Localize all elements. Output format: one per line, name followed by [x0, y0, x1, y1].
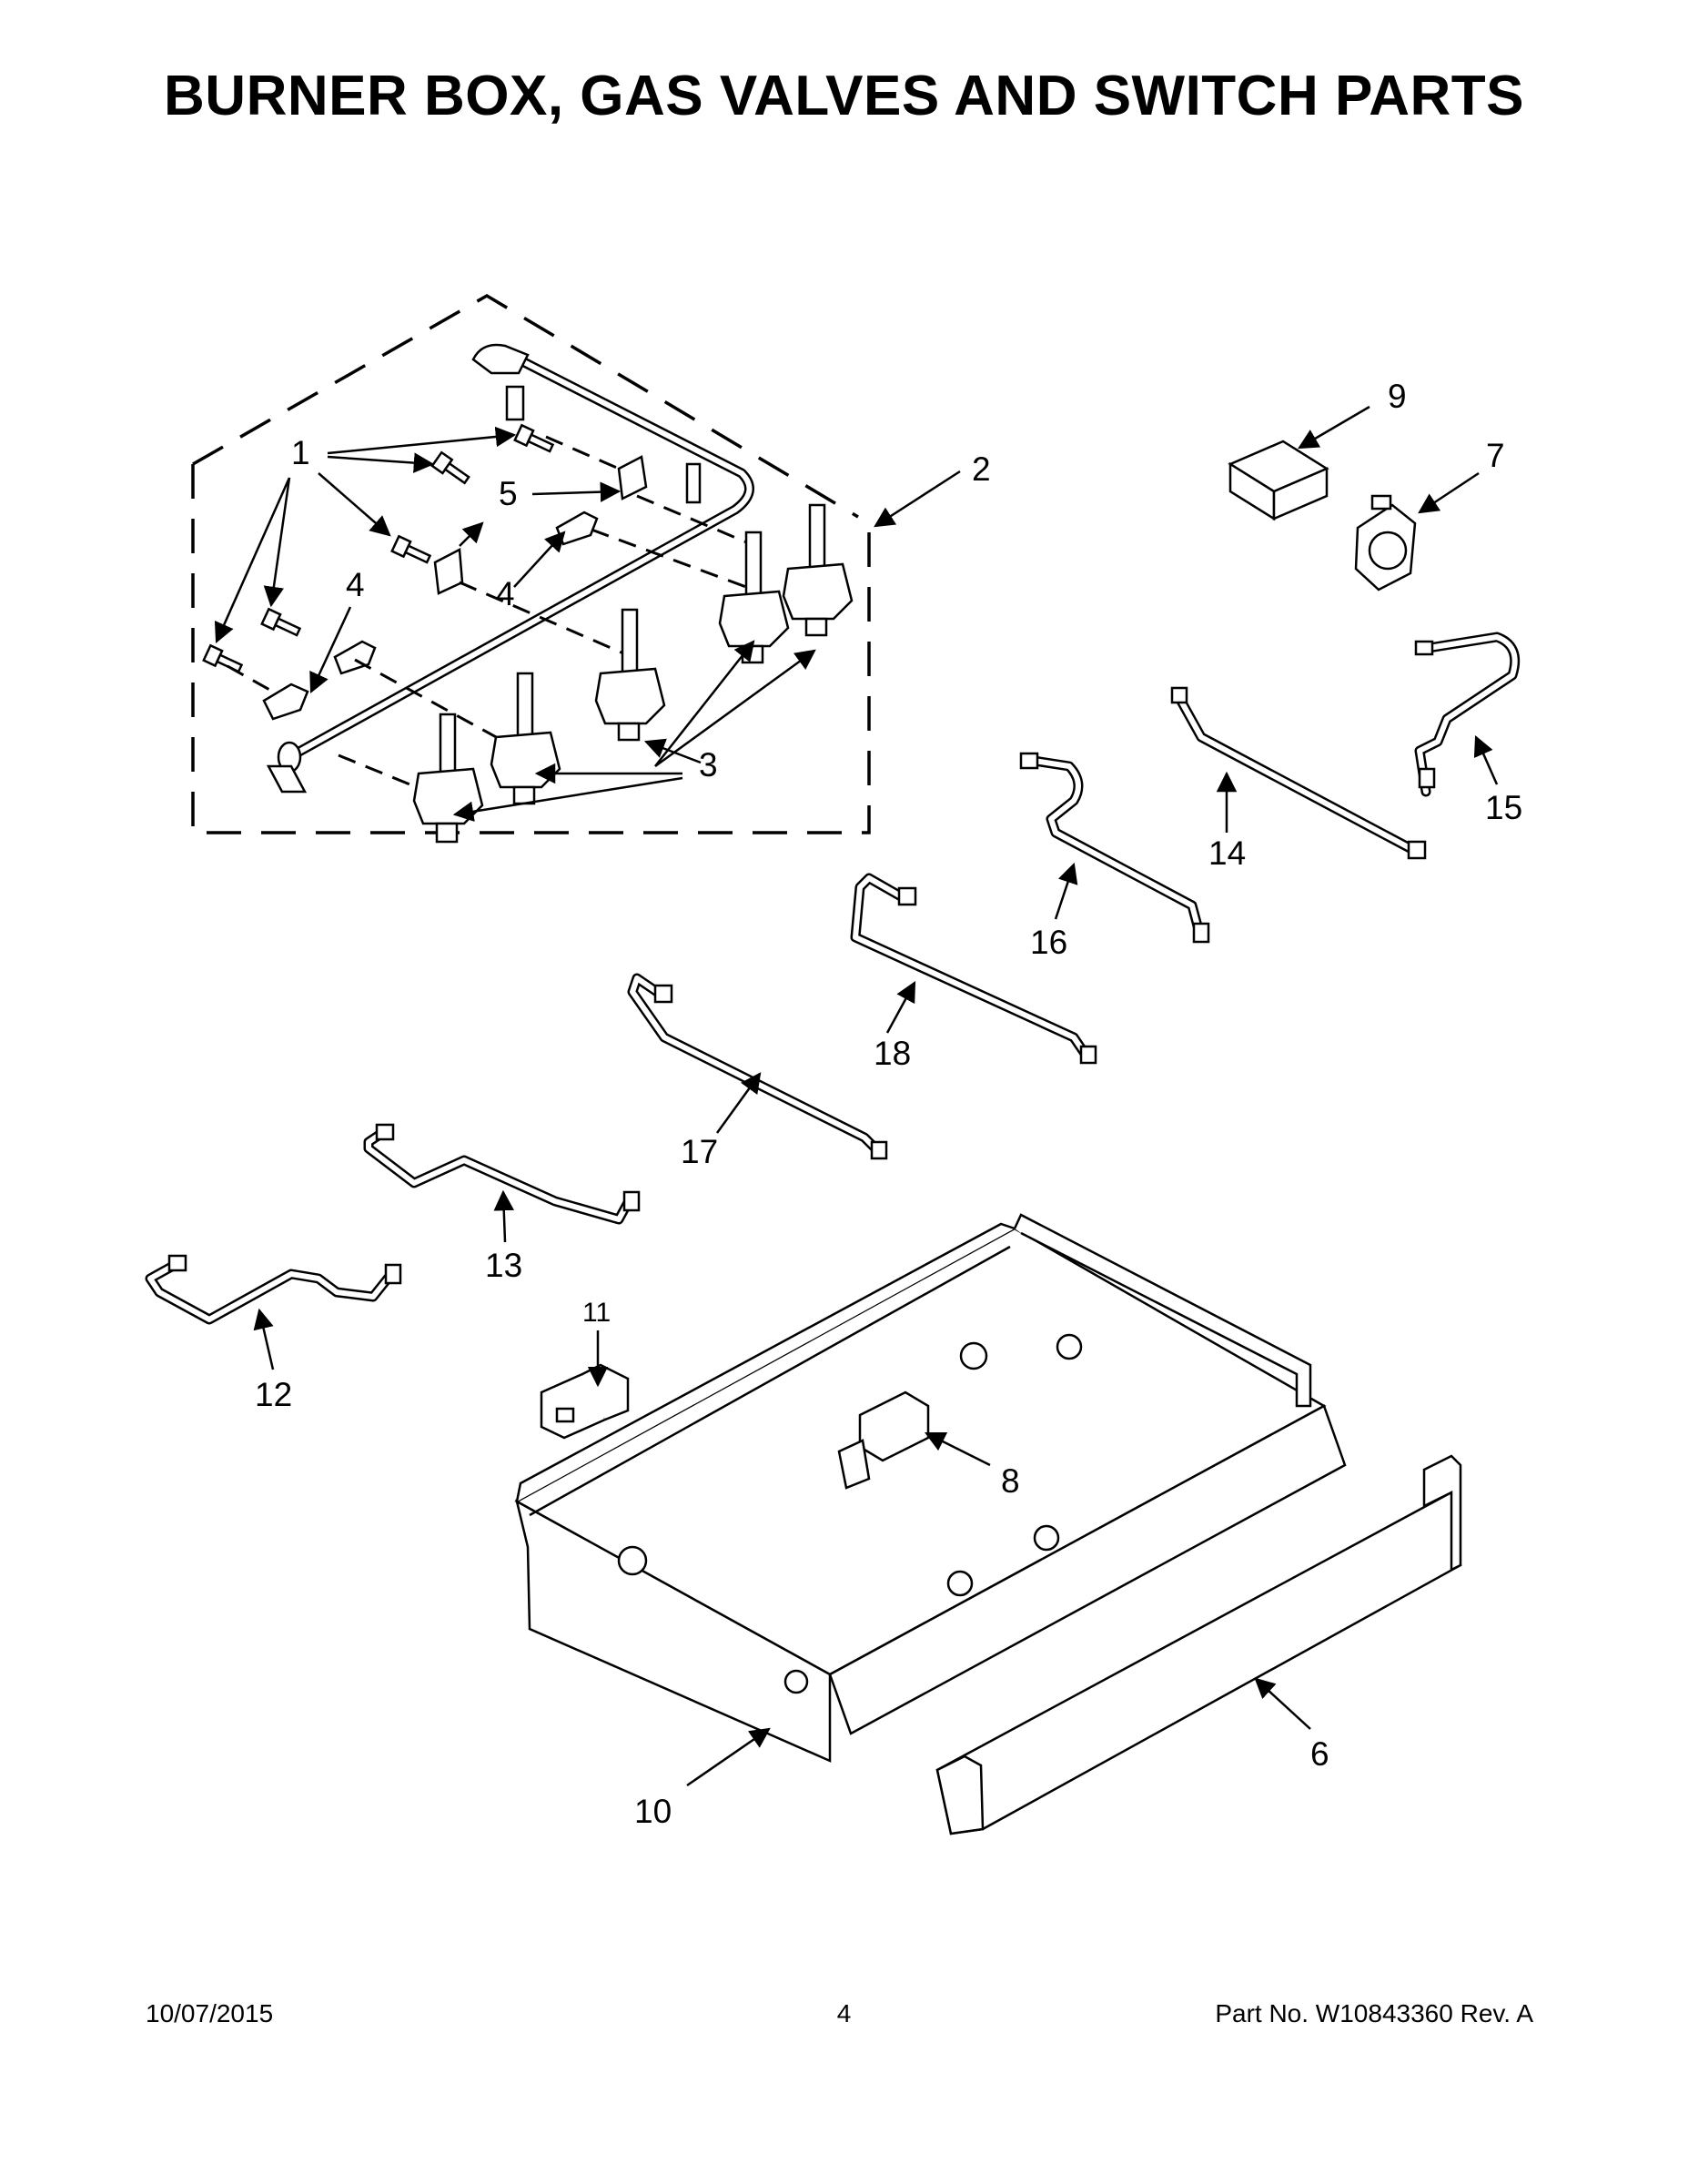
footer-date: 10/07/2015: [146, 1999, 274, 2027]
gas-tube-14: [1170, 686, 1427, 860]
gas-tube-18: [850, 873, 1097, 1065]
spark-module: [1228, 440, 1329, 521]
manifold-pipe: [266, 343, 754, 794]
callout-14: 14: [1208, 834, 1246, 872]
gas-tube-17: [627, 973, 888, 1160]
callout-4a: 4: [346, 566, 365, 603]
callout-2: 2: [972, 450, 991, 488]
callout-1: 1: [291, 434, 310, 471]
callout-3: 3: [699, 746, 718, 784]
callout-10: 10: [634, 1793, 672, 1830]
footer-part-number: Part No. W10843360 Rev. A: [1215, 1999, 1533, 2027]
callout-16: 16: [1030, 924, 1067, 961]
footer-page-number: 4: [836, 1999, 852, 2027]
burner-box: [514, 1213, 1347, 1763]
callout-8: 8: [1001, 1462, 1020, 1500]
gas-tube-13: [363, 1123, 641, 1225]
callout-12: 12: [255, 1376, 292, 1413]
screws: [202, 423, 555, 673]
callout-labels: 1 2 3 4 4 5 6 7 8 9 10 11 12 13 14 15 16…: [255, 378, 1522, 1830]
switch-bracket: [540, 1363, 630, 1440]
callout-7: 7: [1486, 437, 1505, 474]
front-trim-panel: [935, 1454, 1462, 1835]
callout-6: 6: [1310, 1735, 1329, 1773]
callout-17: 17: [681, 1133, 718, 1170]
pressure-switch: [1354, 494, 1417, 592]
callout-13: 13: [485, 1247, 522, 1284]
manifold-assembly-outline: [191, 293, 871, 834]
callout-18: 18: [874, 1035, 911, 1072]
callout-5: 5: [499, 475, 518, 512]
callout-9: 9: [1388, 378, 1407, 415]
gas-valves: [412, 503, 854, 844]
callout-4b: 4: [496, 575, 515, 612]
gas-tube-16: [1019, 752, 1210, 944]
page-title: BURNER BOX, GAS VALVES AND SWITCH PARTS: [164, 65, 1524, 127]
valve-brackets: [262, 455, 648, 721]
gas-tube-12: [145, 1254, 402, 1325]
leader-lines: [214, 405, 1499, 1787]
gas-tube-15: [1414, 632, 1521, 797]
callout-11: 11: [582, 1298, 611, 1328]
callout-15: 15: [1485, 789, 1522, 826]
